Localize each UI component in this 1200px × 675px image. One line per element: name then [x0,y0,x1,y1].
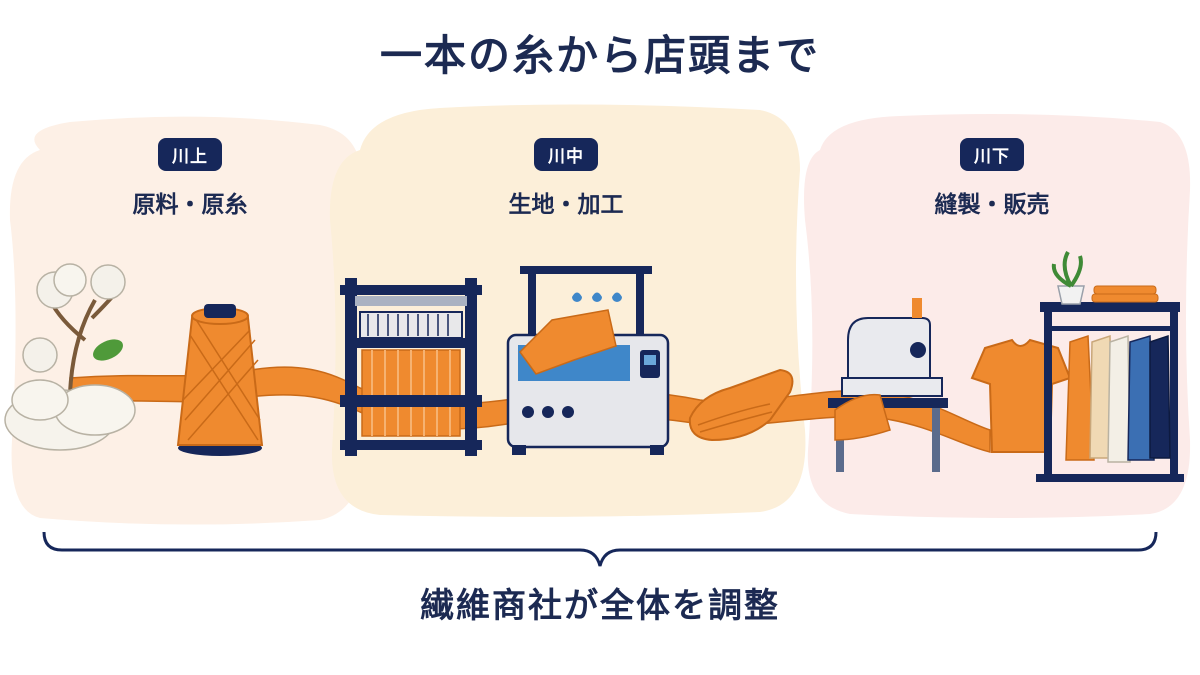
sewing-machine-icon [828,298,948,472]
loom-icon [340,278,482,456]
stage-upstream: 川上 原料・原糸 [40,138,340,219]
stage-badge-upstream: 川上 [158,138,222,171]
stage-name-downstream: 縫製・販売 [934,192,1050,218]
stage-name-upstream: 原料・原糸 [132,192,248,218]
stage-badge-downstream: 川下 [960,138,1024,171]
folded-fabric-icon [688,368,794,442]
stage-downstream: 川下 縫製・販売 [842,138,1142,219]
dyeing-machine-icon [506,266,670,455]
coordination-caption: 繊維商社が全体を調整 [420,586,780,626]
clothing-rack-icon [1036,285,1184,482]
cotton-plant-icon [4,263,136,451]
yarn-cone-icon [176,304,264,456]
page-title: 一本の糸から店頭まで [379,31,820,80]
potted-plant-icon [1051,251,1085,305]
stage-midstream: 川中 生地・加工 [416,138,716,219]
stage-name-midstream: 生地・加工 [508,192,624,218]
stage-badge-midstream: 川中 [534,138,598,171]
